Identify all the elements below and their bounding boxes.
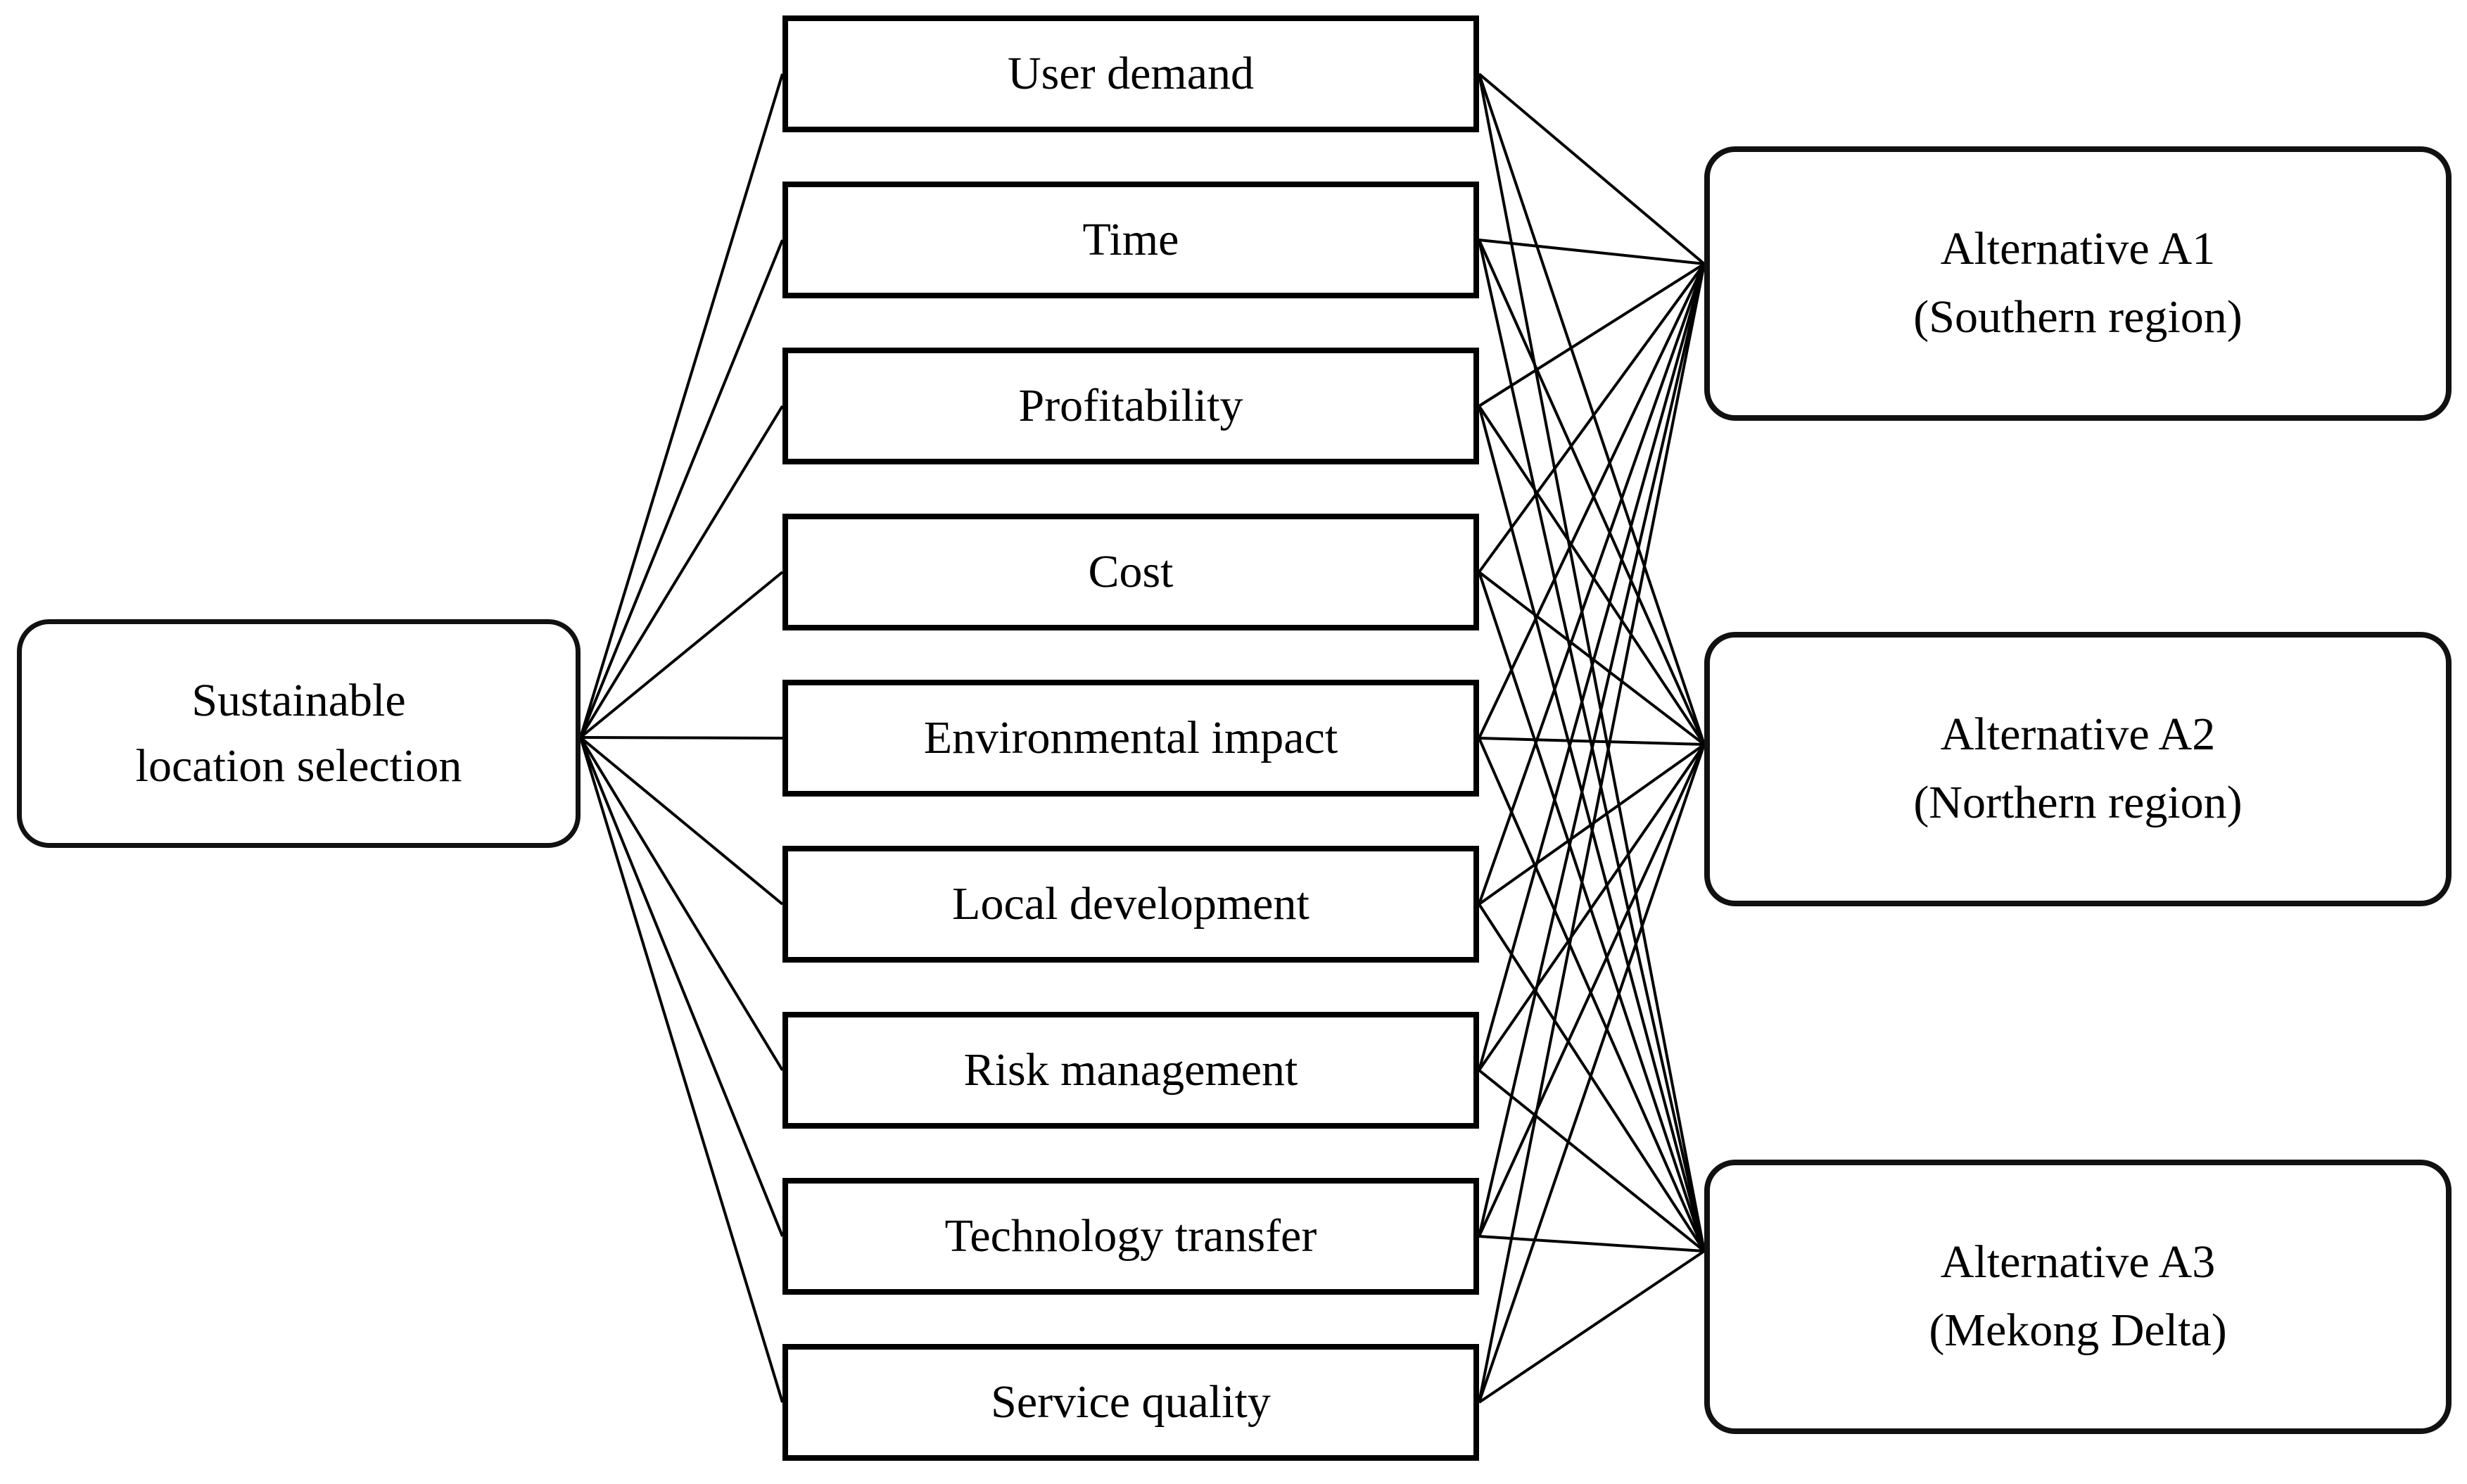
- edge-goal-to-c1: [579, 73, 784, 738]
- edge-c8-to-a3: [1478, 1235, 1705, 1252]
- edge-c5-to-a2: [1478, 737, 1705, 746]
- edge-c1-to-a3: [1478, 73, 1706, 1252]
- criterion-label: Risk management: [963, 1044, 1298, 1096]
- criterion-node-cost[interactable]: Cost: [782, 514, 1479, 630]
- criterion-node-service-quality[interactable]: Service quality: [782, 1344, 1479, 1461]
- criterion-node-technology-transfer[interactable]: Technology transfer: [782, 1178, 1479, 1295]
- edge-c5-to-a3: [1478, 737, 1706, 1252]
- edge-c9-to-a3: [1478, 1250, 1706, 1404]
- goal-label-line-2: location selection: [135, 740, 462, 792]
- edge-goal-to-c4: [579, 571, 784, 739]
- edge-c3-to-a3: [1478, 405, 1706, 1252]
- edge-c4-to-a1: [1478, 262, 1706, 573]
- edge-goal-to-c2: [579, 239, 784, 738]
- goal-label-line-1: Sustainable: [191, 674, 406, 726]
- criterion-node-environmental-impact[interactable]: Environmental impact: [782, 680, 1479, 797]
- edge-c7-to-a1: [1478, 263, 1706, 1071]
- edge-c7-to-a3: [1478, 1069, 1706, 1252]
- criterion-label: Cost: [1088, 545, 1174, 597]
- edge-c1-to-a2: [1478, 73, 1706, 745]
- edge-c3-to-a2: [1478, 405, 1706, 746]
- criterion-node-user-demand[interactable]: User demand: [782, 15, 1479, 132]
- edge-c4-to-a3: [1478, 571, 1706, 1252]
- edge-c6-to-a2: [1478, 743, 1706, 906]
- criterion-label: Time: [1082, 213, 1179, 265]
- criterion-label: Profitability: [1018, 379, 1243, 431]
- criterion-node-risk-management[interactable]: Risk management: [782, 1012, 1479, 1129]
- criterion-label: User demand: [1007, 47, 1255, 99]
- criterion-node-local-development[interactable]: Local development: [782, 846, 1479, 963]
- alternative-label-line-2: (Northern region): [1913, 777, 2243, 828]
- edge-c2-to-a3: [1478, 239, 1706, 1252]
- criterion-label: Service quality: [991, 1376, 1271, 1428]
- edge-c9-to-a1: [1478, 263, 1706, 1403]
- criterion-label: Local development: [952, 877, 1309, 930]
- alternative-node-a2-northern-region[interactable]: Alternative A2 (Northern region): [1704, 632, 2452, 906]
- edge-goal-to-c6: [579, 736, 784, 906]
- edge-c9-to-a2: [1478, 744, 1706, 1403]
- edge-c1-to-a1: [1478, 72, 1706, 265]
- edge-c3-to-a1: [1478, 262, 1706, 407]
- edge-c2-to-a1: [1478, 239, 1705, 265]
- alternative-label-line-2: (Southern region): [1913, 291, 2243, 343]
- alternative-label-line-1: Alternative A2: [1940, 709, 2216, 761]
- edge-c8-to-a2: [1478, 744, 1706, 1237]
- goal-node-sustainable-location-selection[interactable]: Sustainable location selection: [17, 619, 581, 848]
- criterion-label: Technology transfer: [944, 1210, 1317, 1262]
- alternative-label-line-1: Alternative A3: [1940, 1236, 2216, 1288]
- edge-c8-to-a1: [1478, 263, 1706, 1237]
- edge-c2-to-a2: [1478, 239, 1706, 745]
- edge-c6-to-a1: [1478, 263, 1706, 905]
- alternative-label-line-1: Alternative A1: [1940, 223, 2216, 275]
- edge-goal-to-c5: [580, 736, 783, 740]
- edge-goal-to-c9: [579, 737, 784, 1403]
- alternative-node-a1-southern-region[interactable]: Alternative A1 (Southern region): [1704, 146, 2452, 421]
- edge-c5-to-a1: [1478, 263, 1706, 739]
- alternative-node-a3-mekong-delta[interactable]: Alternative A3 (Mekong Delta): [1704, 1160, 2452, 1434]
- alternative-label-line-2: (Mekong Delta): [1929, 1305, 2227, 1356]
- edge-c6-to-a3: [1478, 903, 1706, 1252]
- criterion-node-time[interactable]: Time: [782, 182, 1479, 298]
- edge-goal-to-c7: [579, 736, 784, 1072]
- criterion-label: Environmental impact: [923, 711, 1338, 763]
- edge-c7-to-a2: [1478, 743, 1706, 1072]
- edge-goal-to-c3: [579, 405, 784, 739]
- edge-c4-to-a2: [1478, 571, 1706, 746]
- edge-goal-to-c8: [579, 737, 784, 1237]
- criterion-node-profitability[interactable]: Profitability: [782, 348, 1479, 464]
